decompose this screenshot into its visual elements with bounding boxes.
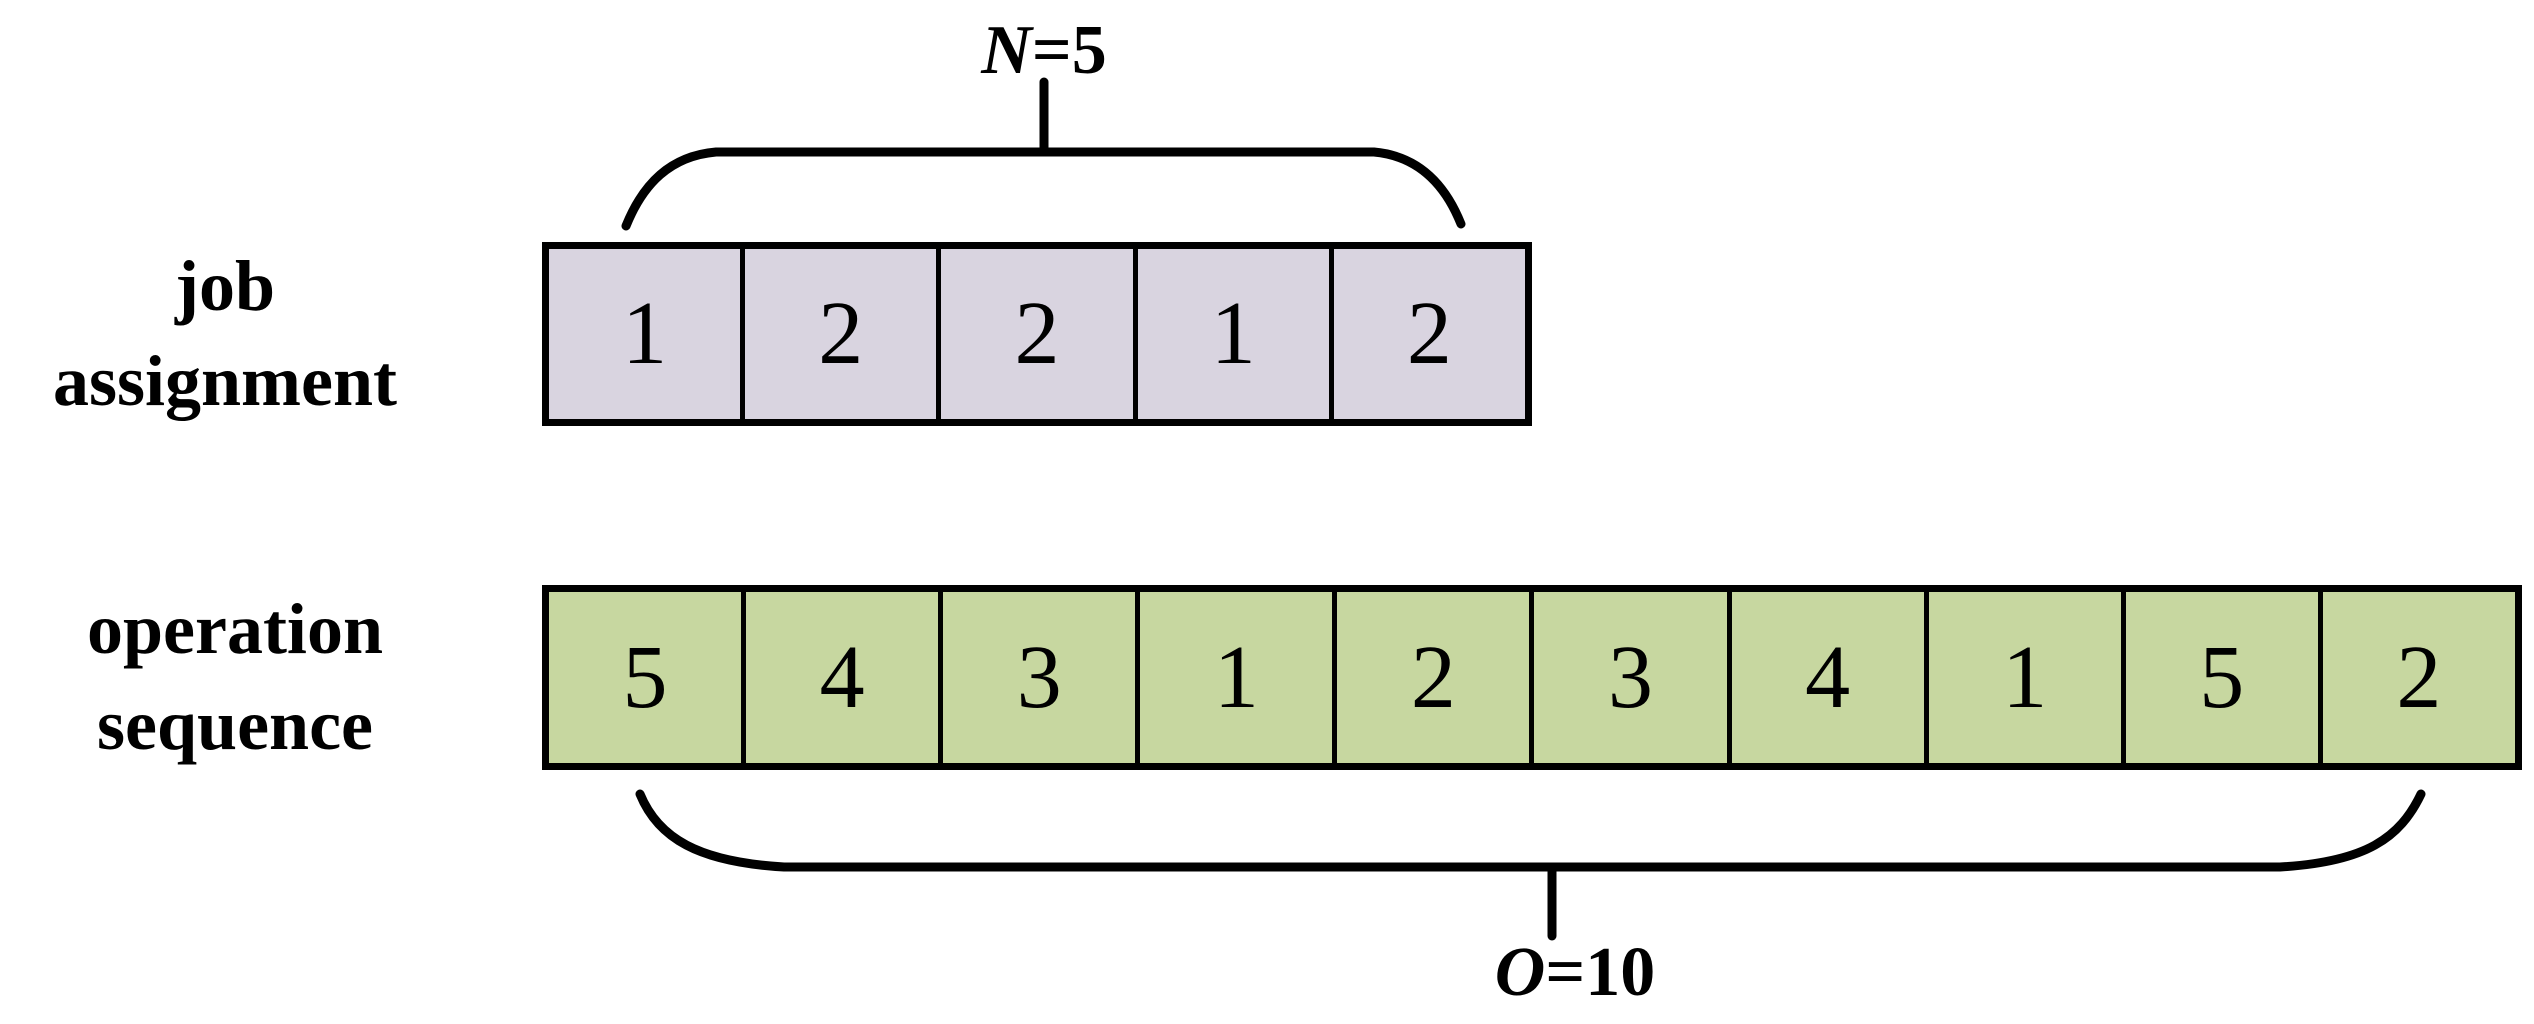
job-assignment-cell: 2	[936, 249, 1132, 419]
operation-sequence-cell: 3	[938, 592, 1135, 763]
operation-count-value: =10	[1545, 934, 1656, 1011]
operation-count-annotation: O=10	[1425, 938, 1725, 1008]
operation-sequence-cell: 3	[1529, 592, 1726, 763]
job-assignment-cell: 1	[622, 284, 668, 383]
job-assignment-cell: 2	[740, 249, 936, 419]
operation-sequence-cell: 2	[1332, 592, 1529, 763]
operation-sequence-cell: 5	[2120, 592, 2318, 763]
operation-sequence-cell: 1	[1135, 592, 1332, 763]
operation-sequence-cell: 5	[622, 627, 668, 727]
top-brace	[621, 147, 1466, 231]
operation-sequence-label: operation sequence	[0, 585, 470, 770]
bottom-brace	[635, 789, 2426, 872]
operation-sequence-cell: 4	[1726, 592, 1924, 763]
job-count-value: =5	[1031, 12, 1107, 89]
operation-sequence-cell: 4	[741, 592, 938, 763]
operation-sequence-cell: 1	[1923, 592, 2121, 763]
job-count-annotation: N=5	[894, 16, 1194, 86]
operation-count-symbol: O	[1494, 934, 1546, 1011]
operation-sequence-label-line2: sequence	[97, 684, 373, 765]
job-assignment-label-line2: assignment	[52, 341, 398, 421]
operation-sequence-cell: 2	[2317, 592, 2515, 763]
operation-sequence-label-line1: operation	[87, 589, 383, 670]
job-assignment-label-line1: job	[174, 245, 276, 326]
job-assignment-label: job assignment	[0, 242, 450, 426]
job-assignment-cell: 1	[1132, 249, 1329, 419]
job-assignment-cell: 2	[1328, 249, 1525, 419]
job-count-symbol: N	[981, 12, 1032, 89]
